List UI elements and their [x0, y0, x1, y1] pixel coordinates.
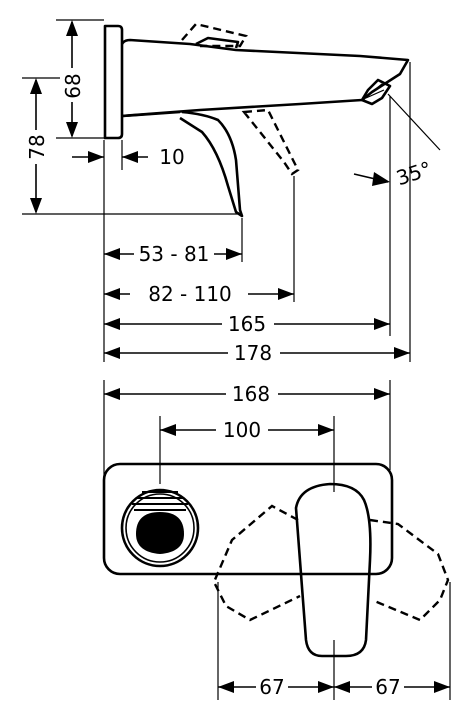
angle-reference-line	[387, 93, 441, 151]
diverter-knob-cap	[136, 512, 184, 554]
dim-depth-10: 10	[72, 145, 185, 169]
aerator-inner	[365, 83, 385, 99]
lever-swing-dashed	[241, 108, 300, 176]
dim-swing-right-67: 67	[334, 675, 450, 699]
dim-53-81: 53 - 81	[104, 242, 242, 266]
dim-165-label: 165	[228, 312, 266, 336]
dim-53-81-label: 53 - 81	[139, 242, 210, 266]
lever-swing-right-dashed	[369, 518, 450, 622]
wall-plate	[103, 24, 124, 140]
diverter-knob-grip	[132, 491, 188, 511]
dim-10-label: 10	[159, 145, 184, 169]
dim-swing-left-67: 67	[218, 675, 334, 699]
dim-178: 178	[104, 341, 410, 365]
diverter-knob-ring	[125, 493, 195, 563]
lever-handle	[179, 110, 244, 218]
dim-67-left-label: 67	[259, 675, 284, 699]
diverter-knob-outer	[120, 488, 200, 568]
dim-center-100: 100	[160, 418, 334, 442]
dim-68-label: 68	[61, 73, 85, 98]
dim-165: 165	[104, 312, 390, 336]
dim-height-68: 68	[61, 20, 85, 138]
dim-67-right-label: 67	[375, 675, 400, 699]
dim-178-label: 178	[234, 341, 272, 365]
lever-swing-left-dashed	[212, 504, 301, 622]
dim-168-label: 168	[232, 382, 270, 406]
dim-height-78: 78	[25, 78, 49, 214]
spout-body	[120, 38, 410, 118]
side-view	[22, 19, 441, 362]
spout-underside	[121, 110, 181, 118]
lever-top	[294, 482, 372, 658]
faucet-plate	[102, 462, 394, 576]
dim-78-label: 78	[25, 134, 49, 159]
dim-35-label: 35°	[393, 156, 434, 190]
dim-82-110-label: 82 - 110	[148, 282, 232, 306]
dim-angle-35: 35°	[353, 156, 434, 190]
dim-100-label: 100	[223, 418, 261, 442]
top-view	[102, 380, 451, 700]
spout-aerator	[360, 78, 392, 106]
lever-raised-top	[181, 22, 248, 48]
dim-width-168: 168	[104, 382, 390, 406]
lever-raised-top-fill	[195, 36, 240, 49]
dim-82-110: 82 - 110	[104, 282, 294, 306]
